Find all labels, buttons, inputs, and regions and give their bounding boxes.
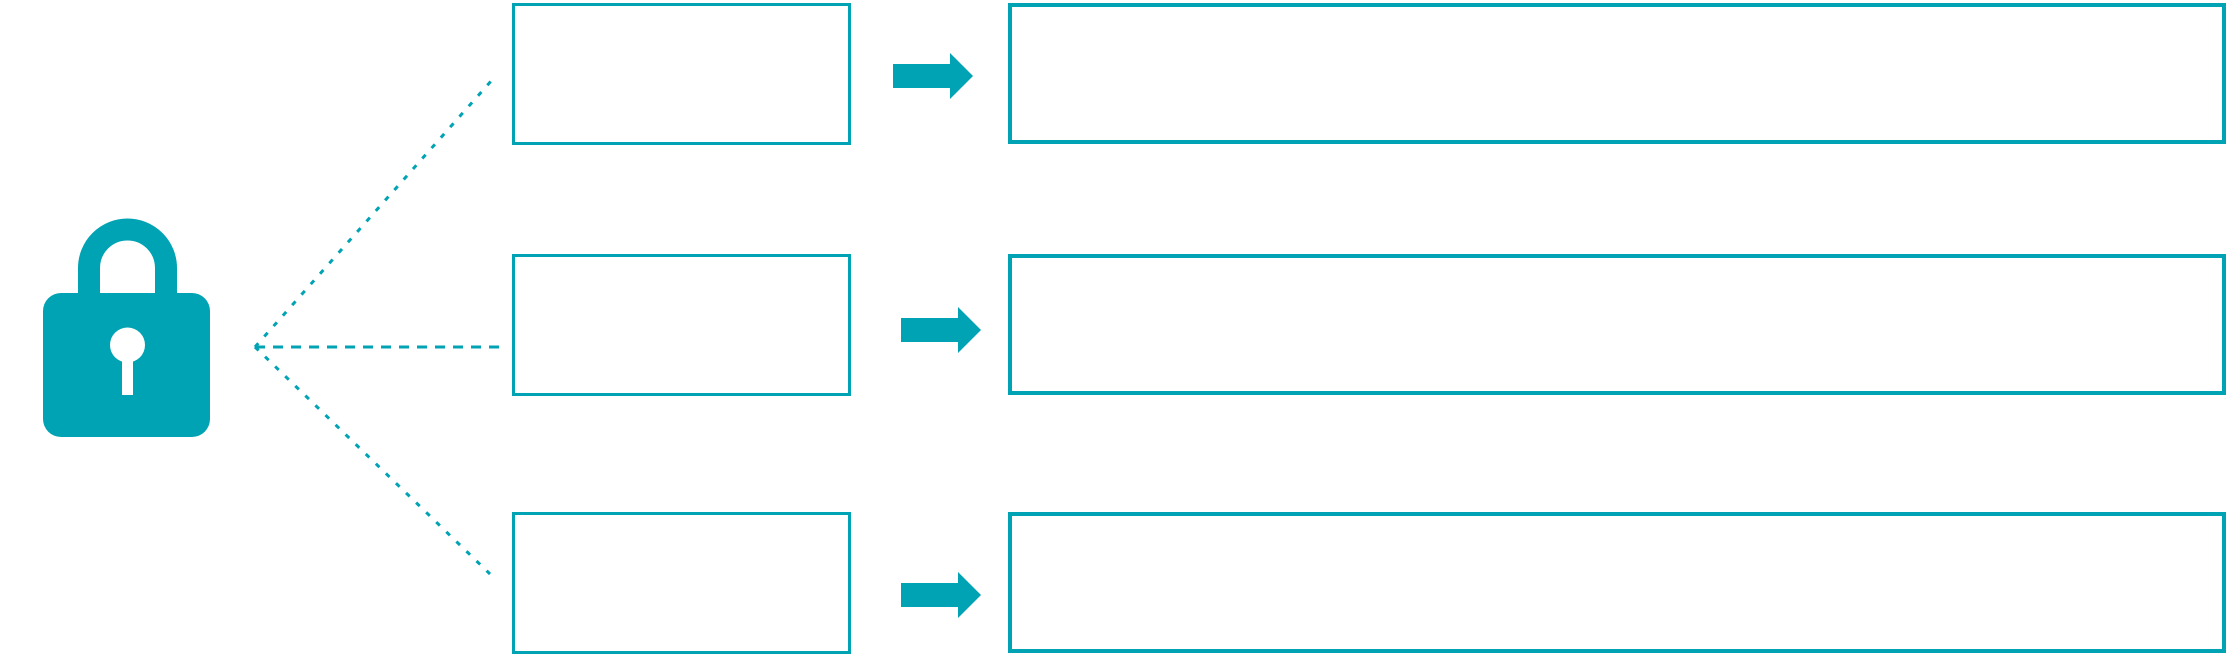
description-box <box>1008 3 2226 144</box>
arrow-right-icon <box>893 53 973 99</box>
keyword-box <box>512 254 851 396</box>
dotted-connector-line-top <box>253 79 494 348</box>
description-box <box>1008 512 2226 653</box>
dotted-connector-line-bottom <box>253 345 492 576</box>
lock-shackle <box>78 218 177 310</box>
lock-keyhole-circle <box>110 327 145 363</box>
description-box <box>1008 254 2226 395</box>
arrow-shape <box>901 307 981 353</box>
keyword-box <box>512 3 851 145</box>
keyword-box <box>512 512 851 654</box>
arrow-shape <box>901 572 981 618</box>
arrow-shape <box>893 53 973 99</box>
arrow-right-icon <box>901 572 981 618</box>
lock-icon <box>43 218 210 437</box>
lock-keyhole-stem <box>122 352 133 395</box>
arrow-right-icon <box>901 307 981 353</box>
